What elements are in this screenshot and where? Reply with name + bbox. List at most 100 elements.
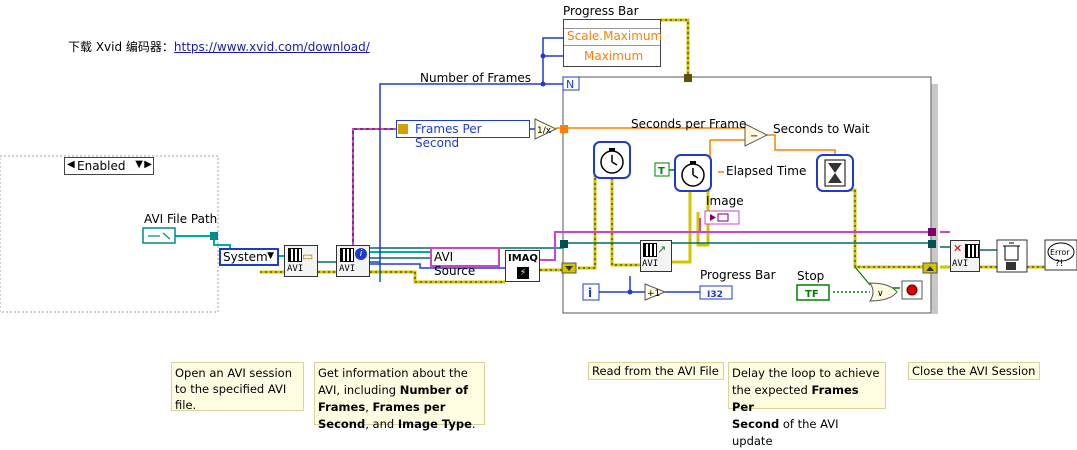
number-of-frames-wire xyxy=(370,37,700,293)
svg-text:1/x: 1/x xyxy=(537,126,552,136)
block-diagram: N i +1 − 1/x ∨ I32 TF T xyxy=(0,4,1077,448)
ring-dropdown-icon: ▼ xyxy=(267,251,274,261)
image-label: Image xyxy=(706,194,744,208)
stop-circle-icon xyxy=(906,284,918,296)
loop-count-terminal xyxy=(562,76,580,91)
avi-open-node: ▭ AVI xyxy=(284,245,318,277)
wire-layer: N i +1 − 1/x ∨ I32 TF T xyxy=(0,18,1077,314)
refnum-tunnel xyxy=(560,240,568,248)
tick-count-2-icon xyxy=(674,154,712,192)
tick-count-1-icon xyxy=(593,141,631,179)
case-left-arrow-icon[interactable]: ◀ xyxy=(67,159,75,170)
property-node-title: Progress Bar xyxy=(563,4,639,18)
film-icon xyxy=(965,244,979,258)
frames-per-second-label: Frames Per Second xyxy=(415,122,482,150)
folder-icon: ▭ xyxy=(302,249,314,263)
number-of-frames-label: Number of Frames xyxy=(420,71,532,85)
info-text-9: . xyxy=(471,417,476,431)
wait-hourglass-icon xyxy=(816,154,854,192)
avi-read-node: ↗ AVI xyxy=(640,240,672,272)
imaq-label: IMAQ xyxy=(508,253,538,264)
case-dropdown-icon[interactable]: ▼ xyxy=(135,159,143,170)
avi-source-constant: AVI Source xyxy=(430,247,500,278)
seconds-per-frame-label: Seconds per Frame xyxy=(631,117,747,131)
fps-tunnel xyxy=(560,125,568,133)
stop-control[interactable] xyxy=(796,284,830,301)
info-text-4: , xyxy=(365,400,373,414)
avi-file-path-label: AVI File Path xyxy=(144,212,218,226)
download-text: 下载 Xvid 编码器：https://www.xvid.com/downloa… xyxy=(68,40,370,54)
svg-text:∨: ∨ xyxy=(877,289,884,299)
reciprocal-node xyxy=(534,118,558,140)
increment-node xyxy=(644,283,667,301)
svg-text:+1: +1 xyxy=(647,289,660,299)
film-icon xyxy=(340,248,354,262)
comment-close-session: Close the AVI Session xyxy=(908,362,1040,380)
avi-get-info-node: i AVI xyxy=(336,245,370,277)
error-handler-icon: Error ?! xyxy=(1044,239,1077,271)
comment-get-info: Get information about the AVI, including… xyxy=(314,362,485,431)
elapsed-time-label: Elapsed Time xyxy=(726,164,807,178)
svg-text:?!: ?! xyxy=(1055,259,1063,269)
case-right-arrow-icon[interactable]: ▶ xyxy=(144,159,152,170)
avi-close-label: AVI xyxy=(952,259,969,269)
progress-bar-indicator xyxy=(699,285,733,300)
seconds-to-wait-label: Seconds to Wait xyxy=(773,122,870,136)
download-prefix: 下载 Xvid 编码器： xyxy=(68,40,174,54)
comment-open-line-3: file. xyxy=(175,398,197,412)
comment-delay: Delay the loop to achieve the expected F… xyxy=(728,362,886,448)
progress-bar-property-node: Scale.Maximum Maximum xyxy=(563,19,662,67)
case-selector-value: Enabled xyxy=(77,159,126,173)
avi-read-label: AVI xyxy=(642,259,659,269)
frames-per-second-indicator: Frames Per Second xyxy=(396,120,530,150)
comment-open-session: Open an AVI session to the specified AVI… xyxy=(171,362,304,412)
iteration-terminal xyxy=(582,283,600,301)
system-ring-value: System xyxy=(223,250,268,264)
tf-label: TF xyxy=(805,289,819,300)
film-icon xyxy=(288,248,302,262)
info-text-2: Number of xyxy=(399,383,469,397)
refnum-tunnel-out xyxy=(928,240,936,248)
while-loop-border xyxy=(932,84,938,314)
progress-tunnel xyxy=(684,74,692,82)
imaq-create-node: IMAQ ⚡ xyxy=(505,250,540,282)
comment-open-line-1: Open an AVI session xyxy=(175,366,292,380)
progress-bar-label: Progress Bar xyxy=(700,268,776,282)
avi-close-node: ✕ AVI xyxy=(950,240,980,272)
read-arrow-icon: ↗ xyxy=(657,243,667,256)
system-ring[interactable]: System ▼ xyxy=(219,248,279,266)
svg-text:−: − xyxy=(750,131,758,142)
close-x-icon: ✕ xyxy=(953,242,963,255)
stop-label: Stop xyxy=(797,269,825,283)
iteration-label: i xyxy=(588,286,592,300)
n-label: N xyxy=(566,78,574,91)
info-text-7: , and xyxy=(365,417,398,431)
prop-scale-maximum: Scale.Maximum xyxy=(564,28,662,46)
error-out-icon: ⚡ xyxy=(517,267,529,279)
case-structure-frame xyxy=(0,155,219,313)
prop-maximum: Maximum xyxy=(584,49,644,63)
info-icon: i xyxy=(355,248,367,260)
info-text-8: Image Type xyxy=(397,417,472,431)
comment-read-file: Read from the AVI File xyxy=(588,362,724,380)
true-label: T xyxy=(658,166,665,177)
delay-text-3: Second xyxy=(732,417,780,431)
info-text-3: Frames xyxy=(318,400,366,414)
delay-text-2: Frames Per xyxy=(732,383,859,414)
or-node xyxy=(869,282,898,302)
info-text-6: Second xyxy=(318,417,366,431)
film-icon xyxy=(643,243,657,257)
case-selector[interactable]: ◀ Enabled ▼ ▶ xyxy=(64,157,154,175)
subtract-node xyxy=(744,123,769,147)
info-text-0: Get information about the xyxy=(318,366,468,380)
delay-text-0: Delay the loop to achieve xyxy=(732,366,880,380)
info-text-1: AVI, including xyxy=(318,383,400,397)
while-loop-frame xyxy=(562,76,932,314)
info-text-5: Frames per xyxy=(372,400,446,414)
i32-label: I32 xyxy=(707,290,723,300)
download-link[interactable]: https://www.xvid.com/download/ xyxy=(173,40,370,54)
delay-text-1: the expected xyxy=(732,383,812,397)
avi-open-label: AVI xyxy=(287,264,304,274)
comment-open-line-2: to the specified AVI xyxy=(175,382,287,396)
avi-info-label: AVI xyxy=(339,264,356,274)
